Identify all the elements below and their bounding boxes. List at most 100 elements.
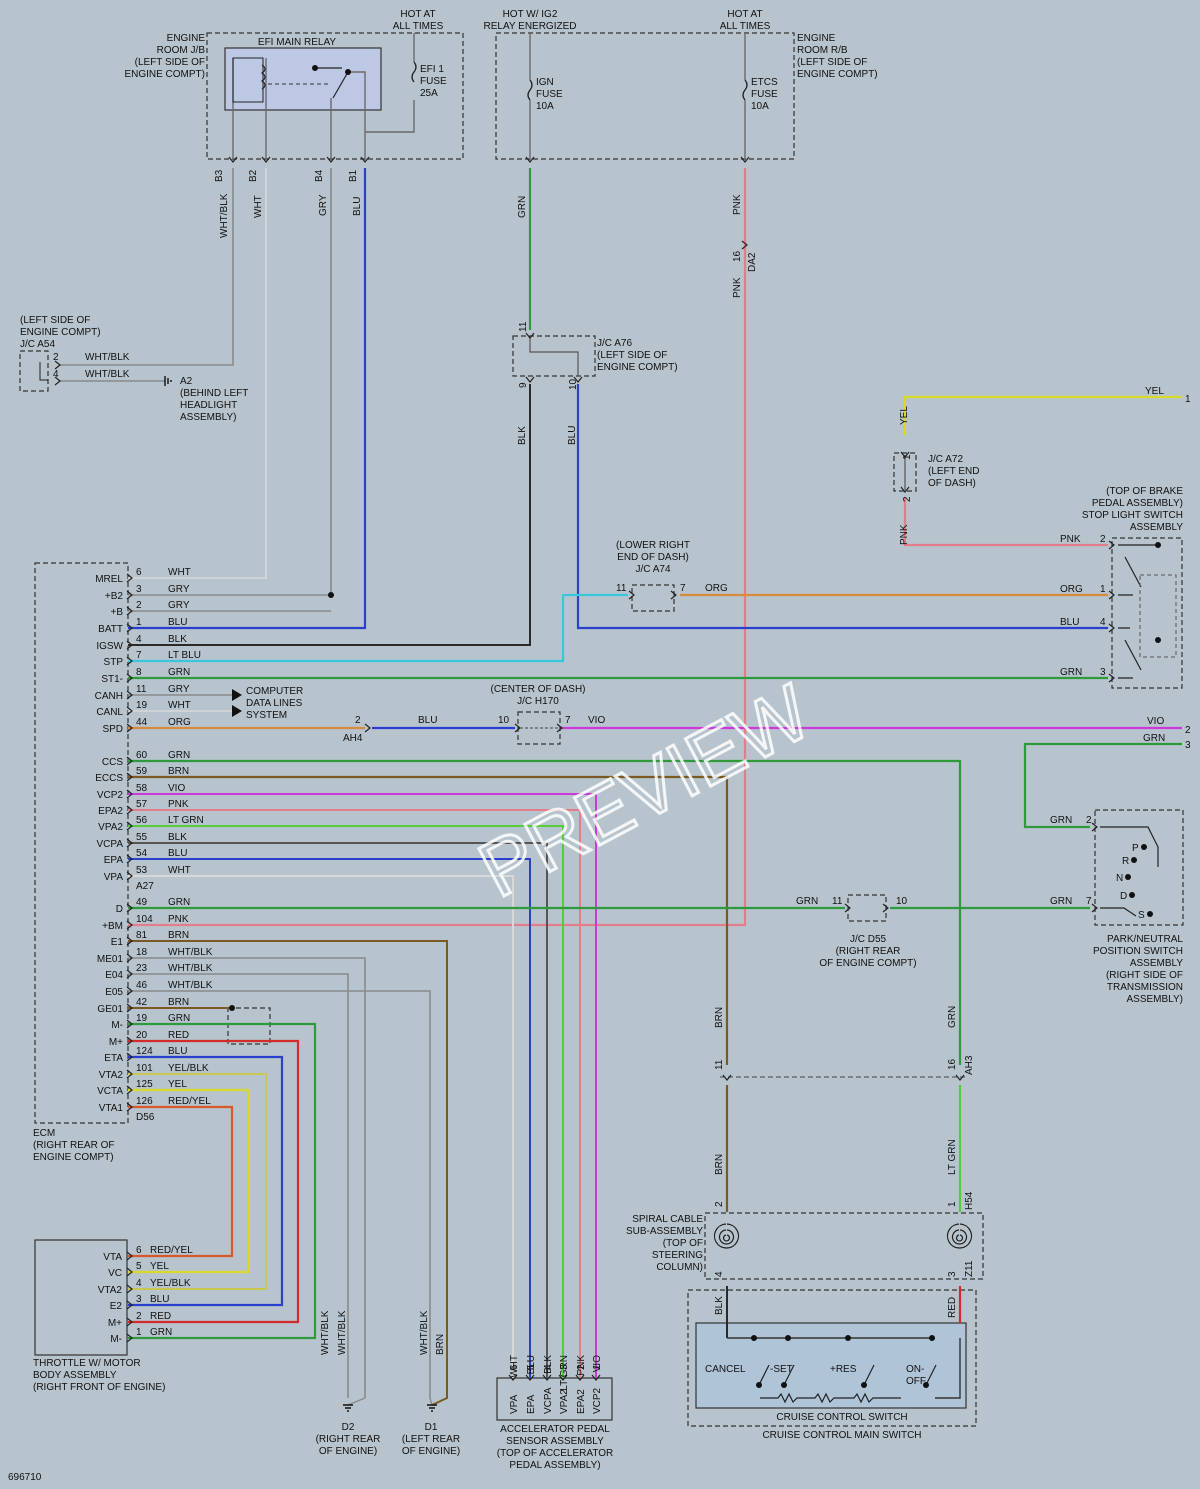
ecm-pin: 57 <box>136 799 148 810</box>
jc-d55-label: J/C D55 <box>850 934 887 945</box>
throttle-pin: 6 <box>136 1245 142 1256</box>
ground-d1-label: D1 <box>425 1422 438 1433</box>
ecm-pin: 55 <box>136 832 148 843</box>
stop-light-pin: 3 <box>1100 667 1106 678</box>
stop-light-pin: 1 <box>1100 584 1106 595</box>
connector-mark <box>126 590 133 600</box>
splice-dot <box>756 1382 762 1388</box>
accel-terminal: VCPA <box>543 1387 554 1414</box>
cruise-switch-label: -SET <box>770 1364 793 1375</box>
ground-a2-label: ASSEMBLY) <box>180 412 237 423</box>
wire-color-label: ORG <box>168 717 191 728</box>
throttle-terminal: VTA <box>103 1252 122 1263</box>
ecm-terminal: VPA <box>104 872 124 883</box>
stop-light-label: STOP LIGHT SWITCH <box>1082 510 1183 521</box>
park-neutral-label: PARK/NEUTRAL <box>1107 934 1183 945</box>
connector-mark <box>126 623 133 633</box>
cruise-switch-label: +RES <box>830 1364 857 1375</box>
ecm-terminal: M- <box>111 1020 123 1031</box>
ecm-terminal: E1 <box>111 937 124 948</box>
ecm-terminal: ETA <box>104 1053 123 1064</box>
cruise-switch-label: CANCEL <box>705 1364 746 1375</box>
spiral-cable-label: SUB-ASSEMBLY <box>626 1226 703 1237</box>
engine-room-rb-label: ENGINE <box>797 33 836 44</box>
splice-dot <box>1141 844 1147 850</box>
spiral-cable-label: SPIRAL CABLE <box>632 1214 703 1225</box>
connector-mark <box>525 376 535 383</box>
connector-mark <box>126 756 133 766</box>
ground-a2-label: A2 <box>180 376 193 387</box>
cruise-switch-label: ON- <box>906 1364 924 1375</box>
relay-contact-icon <box>315 67 349 99</box>
wire-color-label: BLU <box>567 426 578 445</box>
ecm-pin: 124 <box>136 1046 153 1057</box>
ecm-terminal: BATT <box>98 624 123 635</box>
wire-color-label: GRN <box>1143 733 1165 744</box>
connector-label: AH3 <box>964 1055 975 1075</box>
connector-mark <box>126 1267 133 1277</box>
throttle-terminal: VC <box>108 1268 122 1279</box>
wire-color-label: GRY <box>318 194 329 216</box>
jc-a74-label: J/C A74 <box>635 564 670 575</box>
park-neutral-label: POSITION SWITCH <box>1093 946 1183 957</box>
cruise-control-switch-box <box>695 1322 967 1409</box>
connector-mark <box>556 723 563 733</box>
a54-bus <box>39 362 48 381</box>
wht-blk-to-a54 <box>60 168 234 366</box>
connector-mark <box>573 376 583 383</box>
ecm-pin: 101 <box>136 1063 153 1074</box>
jc-h170-label: J/C H170 <box>517 696 559 707</box>
pin-label: 2 <box>53 352 59 363</box>
jc-a72-label: J/C A72 <box>928 454 963 465</box>
blu-to-stop <box>576 384 1108 630</box>
wire-color-label: GRY <box>168 684 190 695</box>
etcs-fuse-label: ETCS <box>751 77 778 88</box>
ecm-pin: 81 <box>136 930 148 941</box>
fuse-icon <box>527 79 533 101</box>
wire-color-label: VIO <box>168 783 185 794</box>
jb-pin: B2 <box>248 169 259 182</box>
connector-mark <box>900 486 910 493</box>
engine-room-rb-label: (LEFT SIDE OF <box>797 57 867 68</box>
pin-label: 2 <box>902 496 913 502</box>
cruise-control-switch-label: CRUISE CONTROL SWITCH <box>776 1412 907 1423</box>
ref-number: 1 <box>1185 394 1191 405</box>
efi-main-relay <box>224 47 382 111</box>
ecm-pin: 2 <box>136 600 142 611</box>
wire-color-label: BRN <box>435 1334 446 1355</box>
connector-mark <box>126 656 133 666</box>
park-neutral-switch-box <box>1094 809 1184 926</box>
wire-color-label: WHT/BLK <box>85 352 130 363</box>
spiral-coil-icon <box>946 1223 973 1249</box>
red-yel-vta1 <box>128 1105 234 1258</box>
a76-bus <box>529 336 579 376</box>
splice-dot <box>781 1382 787 1388</box>
throttle-terminal: E2 <box>110 1301 123 1312</box>
grn-ccs <box>128 759 962 1065</box>
ecm-terminal: +B2 <box>105 591 124 602</box>
arrow-icon <box>232 705 242 717</box>
wire-color-label: BRN <box>714 1154 725 1175</box>
accel-connector <box>542 1374 552 1381</box>
accel-wire-VCPA <box>128 842 548 1378</box>
splice-dot <box>1155 542 1161 548</box>
connector-mark <box>126 772 133 782</box>
hot-w-ig2-label: RELAY ENERGIZED <box>484 21 577 32</box>
connector-label: D56 <box>136 1112 155 1123</box>
pin-label: 10 <box>568 378 579 390</box>
pnp-position: N <box>1116 873 1123 884</box>
relay-wire <box>365 100 415 133</box>
connector-mark <box>844 903 851 913</box>
computer-data-lines-label: DATA LINES <box>246 698 303 709</box>
throttle-pin: 3 <box>136 1294 142 1305</box>
hot-w-ig2-label: HOT W/ IG2 <box>503 9 558 20</box>
jc-h170-box <box>517 711 561 745</box>
connector-mark <box>1108 623 1115 633</box>
connector-label: DA2 <box>747 252 758 272</box>
ecm-pin: 19 <box>136 700 148 711</box>
ecm-pin: 6 <box>136 567 142 578</box>
connector-mark <box>126 1085 133 1095</box>
hot-at-all-times-label: ALL TIMES <box>720 21 771 32</box>
park-neutral-label: ASSEMBLY <box>1130 958 1183 969</box>
throttle-terminal: VTA2 <box>98 1285 123 1296</box>
